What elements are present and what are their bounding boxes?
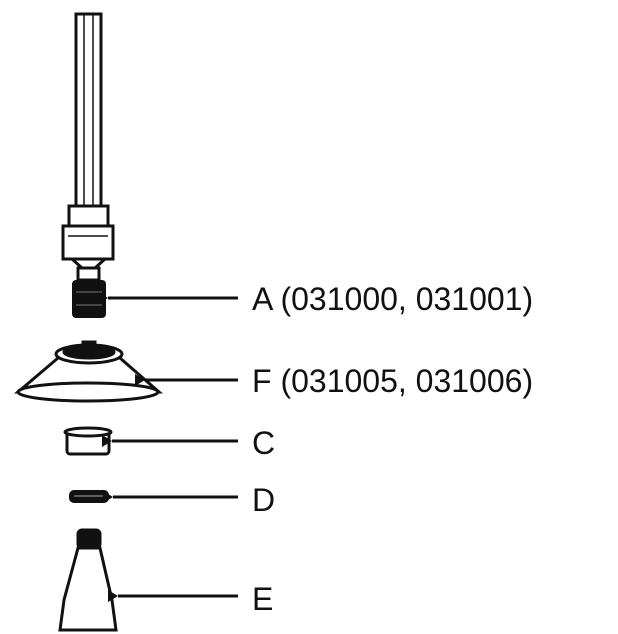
socket-part-a [72, 266, 106, 318]
shade-ring-part-c [63, 426, 113, 456]
part-c-label: C [252, 425, 276, 461]
part-e-label: E [252, 581, 274, 617]
leader-arrows [98, 292, 238, 602]
part-f-label: F (031005, 031006) [252, 363, 534, 399]
part-a-label: A (031000, 031001) [252, 281, 534, 317]
part-d-label: D [252, 482, 276, 518]
shade-part-f [13, 340, 164, 403]
threaded-ring-part-d [69, 490, 109, 503]
bulb-part-e [58, 528, 118, 632]
rod-coupling [61, 204, 115, 270]
pendant-rod [74, 12, 103, 208]
